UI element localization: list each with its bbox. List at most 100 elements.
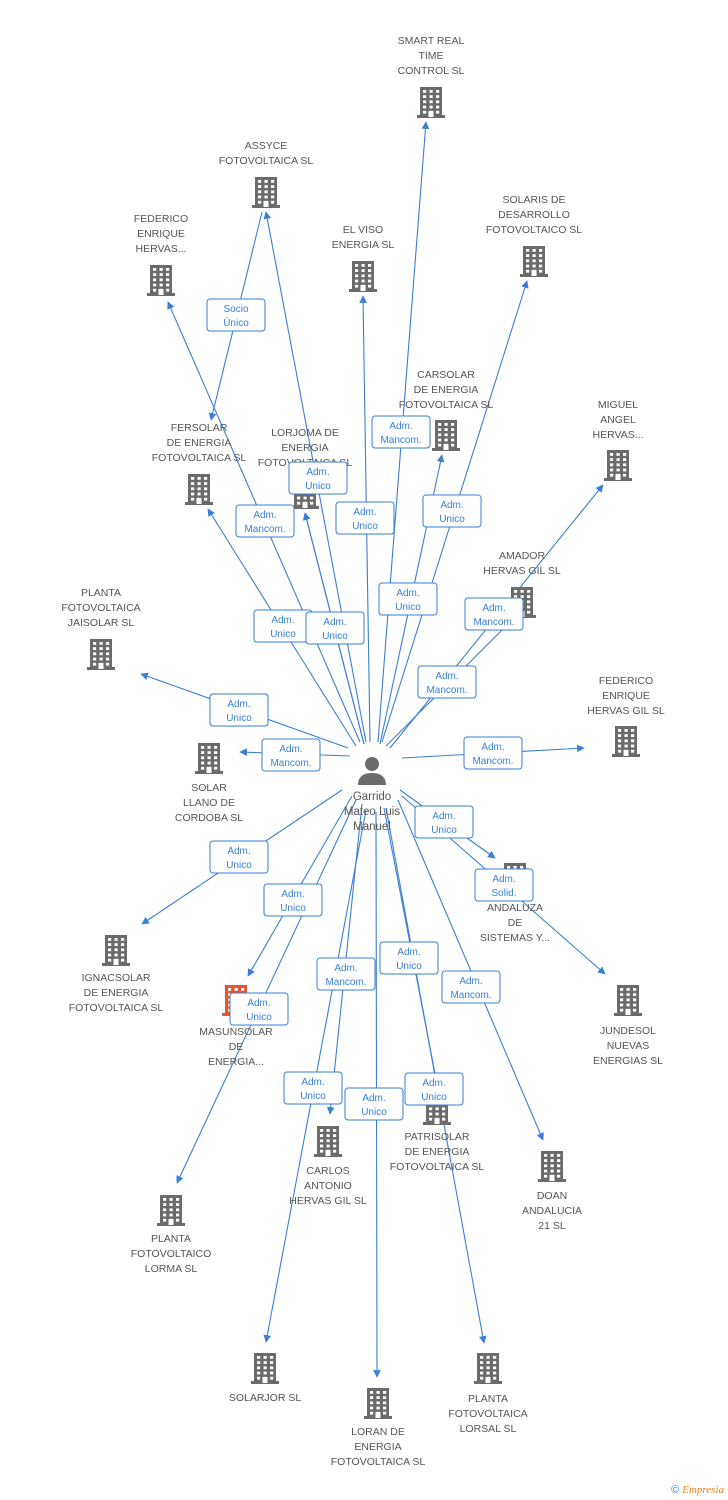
edge-label-andaluza[interactable]: Adm.Unico	[414, 805, 474, 839]
edge-label-box	[379, 941, 439, 975]
edge-label-box	[404, 1072, 464, 1106]
edge-label-text: Adm.	[492, 874, 515, 885]
edge-label-assyce[interactable]: Adm.Mancom.	[235, 504, 295, 538]
edge-label-text: Adm.	[389, 421, 412, 432]
edge-label-lorsal[interactable]: Adm.Unico	[404, 1072, 464, 1106]
edge-label-solarjor[interactable]: Adm.Unico	[283, 1071, 343, 1105]
edge-label-patrisolar[interactable]: Adm.Unico	[379, 941, 439, 975]
edge-label-text: Adm.	[334, 963, 357, 974]
edge-label-masunsolar[interactable]: Adm.Unico	[263, 883, 323, 917]
edge-label-amador[interactable]: Adm.Mancom.	[417, 665, 477, 699]
edge-label-lorjoma[interactable]: Adm.Unico	[305, 611, 365, 645]
company-label-line: FOTOVOLTAICA	[61, 602, 140, 614]
edge-label-text: Adm.	[227, 846, 250, 857]
company-label-line: DE ENERGIA	[84, 987, 149, 999]
edge-label-box	[417, 665, 477, 699]
edge-label-miguel[interactable]: Adm.Mancom.	[464, 597, 524, 631]
person-icon	[358, 757, 386, 785]
company-label-line: DE ENERGIA	[167, 437, 232, 449]
edge-label-box	[464, 597, 524, 631]
edge-label-box	[474, 868, 534, 902]
company-node-solarjor[interactable]: SOLARJOR SL	[229, 1353, 302, 1404]
company-label-line: DESARROLLO	[498, 209, 570, 221]
company-node-fed1[interactable]: FEDERICOENRIQUEHERVAS...	[134, 213, 188, 296]
edge-label-llano[interactable]: Adm.Mancom.	[261, 738, 321, 772]
edge-label-text: Adm.	[362, 1093, 385, 1104]
building-icon	[147, 265, 175, 296]
edge-label-loran[interactable]: Adm.Unico	[344, 1087, 404, 1121]
edge-label-jundesol[interactable]: Adm.Solid.	[474, 868, 534, 902]
edge-label-smart[interactable]: Adm.Mancom.	[371, 415, 431, 449]
company-node-fed2[interactable]: FEDERICO ENRIQUE HERVAS GIL SL	[587, 675, 665, 757]
edge-label-text: Adm.	[396, 588, 419, 599]
company-label-line: ANGEL	[600, 414, 636, 426]
edge-label-text: Unico	[439, 514, 465, 525]
edge-label-box	[261, 738, 321, 772]
company-label-line: ENERGIA	[281, 442, 328, 454]
edge-label-solaris[interactable]: Adm.Unico	[422, 494, 482, 528]
company-label-line: FOTOVOLTAICA SL	[219, 155, 314, 167]
company-label-line: DE ENERGIA	[414, 384, 479, 396]
edge-label-box	[441, 970, 501, 1004]
company-label-line: FOTOVOLTAICA	[448, 1408, 527, 1420]
edge-label-jaisolar[interactable]: Adm.Unico	[209, 693, 269, 727]
edge-label-ignacsolar[interactable]: Adm.Unico	[209, 840, 269, 874]
edge-label-fersolar[interactable]: Adm.Unico	[253, 609, 313, 643]
edge-label-carsolar[interactable]: Adm.Unico	[378, 582, 438, 616]
edge-label-fed2[interactable]: Adm. Mancom.	[463, 736, 523, 770]
edge-label-text: Unico	[305, 481, 331, 492]
edge-label-doan[interactable]: Adm. Mancom.	[441, 970, 501, 1004]
company-label-line: ANTONIO	[304, 1180, 352, 1192]
edge-label-text: Adm.	[323, 617, 346, 628]
edge-label-box	[283, 1071, 343, 1105]
edge-label-lorma[interactable]: Adm.Unico	[229, 992, 289, 1026]
edge-label-lorjoma[interactable]: Adm.Unico	[288, 461, 348, 495]
edge-label-text: Mancom.	[450, 990, 491, 1001]
company-label-line: FOTOVOLTAICA SL	[399, 399, 494, 411]
company-label-line: FOTOVOLTAICO	[131, 1248, 212, 1260]
company-label-line: HERVAS GIL SL	[587, 705, 665, 717]
edge-label-text: Adm.	[459, 976, 482, 987]
company-label-line: FOTOVOLTAICO SL	[486, 224, 582, 236]
edge-label-carlos[interactable]: Adm.Mancom.	[316, 957, 376, 991]
edge-label-text: Adm.	[435, 671, 458, 682]
company-label-line: FOTOVOLTAICA SL	[331, 1456, 426, 1468]
company-label-line: DE	[229, 1041, 244, 1053]
edge-label-text: Adm.	[481, 742, 504, 753]
company-label-line: IGNACSOLAR	[82, 972, 151, 984]
edge-label-elviso[interactable]: Adm.Unico	[335, 501, 395, 535]
building-icon	[612, 726, 640, 757]
edge-label-text: Adm.	[301, 1077, 324, 1088]
company-label-line: HERVAS GIL SL	[483, 565, 561, 577]
edge-label-text: Adm.	[271, 615, 294, 626]
brand-logo-text[interactable]: Empresia	[682, 1484, 724, 1496]
company-label-line: LLANO DE	[183, 797, 235, 809]
building-icon	[614, 985, 642, 1016]
edge-label-box	[344, 1087, 404, 1121]
company-label-line: ENRIQUE	[602, 690, 650, 702]
edge-label-text: Mancom.	[472, 756, 513, 767]
building-icon	[364, 1388, 392, 1419]
company-node-miguel[interactable]: MIGUELANGELHERVAS...	[593, 399, 644, 481]
edge-label-text: Unico	[246, 1012, 272, 1023]
company-label-line: FEDERICO	[599, 675, 653, 687]
